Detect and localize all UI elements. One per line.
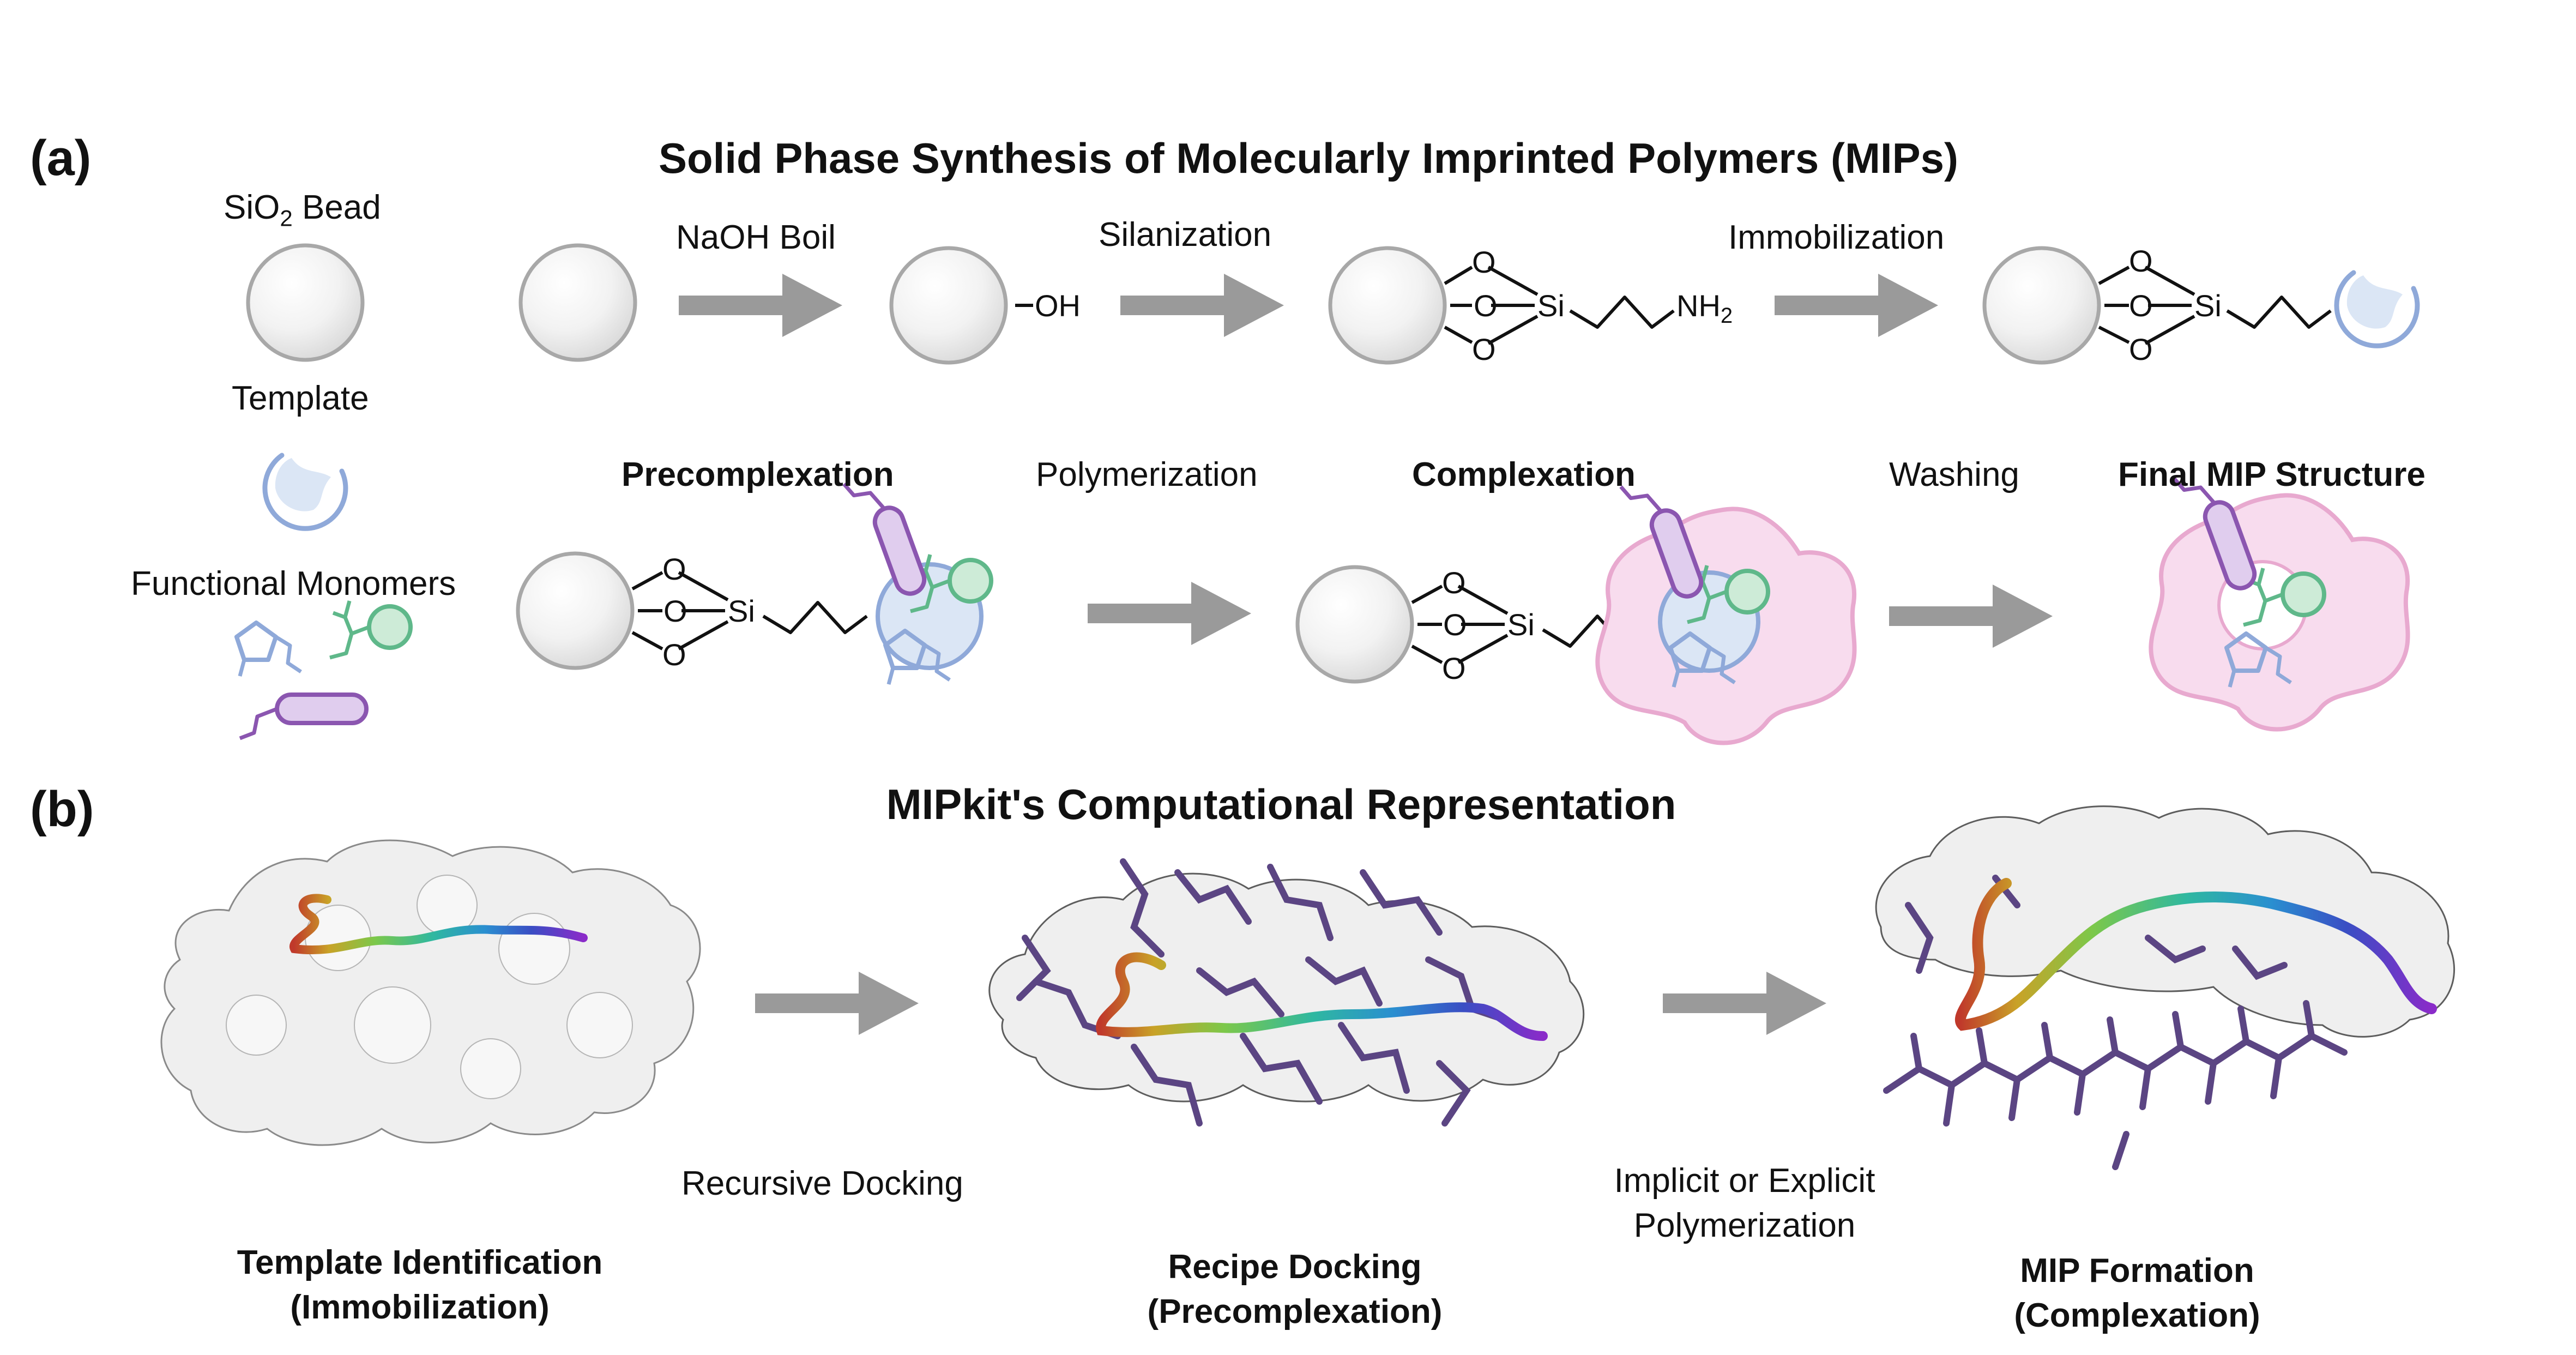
arrow-polymerization-b — [1663, 972, 1826, 1035]
chem-o: O — [1442, 565, 1466, 600]
caption-template-line1: Template Identification — [237, 1244, 603, 1281]
panel-a-label: (a) — [30, 130, 92, 186]
chem-o: O — [1472, 332, 1496, 366]
arrow-polymerization — [1088, 582, 1251, 645]
panel-b — [160, 805, 2456, 1170]
caption-template-line2: (Immobilization) — [290, 1288, 550, 1326]
arrow-immobilization — [1775, 274, 1938, 337]
legend-functional-monomers-label: Functional Monomers — [131, 565, 456, 603]
chem-o: O — [1442, 651, 1466, 685]
chem-o: O — [2129, 288, 2153, 323]
mip-formation-surface — [1875, 805, 2456, 1038]
step-recursive-docking: Recursive Docking — [681, 1165, 963, 1202]
arrow-silanization — [1120, 274, 1284, 337]
row2-final-mip — [2151, 463, 2408, 729]
caption-recipe-line2: (Precomplexation) — [1147, 1293, 1443, 1330]
panel-b-title: MIPkit's Computational Representation — [886, 780, 1676, 828]
caption-mip-line1: MIP Formation — [2020, 1252, 2254, 1290]
mip-formation-peptide-ribbon — [1955, 878, 2437, 1031]
template-peptide-ribbon — [289, 894, 588, 955]
chem-o: O — [663, 594, 687, 628]
recipe-docking-monomer-sticks — [1016, 858, 1508, 1127]
chem-si: Si — [1537, 288, 1565, 323]
row1-bead-oh — [891, 248, 1033, 363]
chem-oh: OH — [1035, 288, 1081, 323]
step-final-mip-structure: Final MIP Structure — [2118, 456, 2426, 493]
chem-labels: OH O O O Si NH2 O O O Si O O O Si O O O … — [662, 244, 2222, 685]
mip-formation-polymer-sticks — [1883, 875, 2348, 1170]
step-washing: Washing — [1889, 456, 2019, 493]
recipe-docking-peptide-ribbon — [1096, 952, 1548, 1041]
row2-complexation — [1298, 472, 1855, 743]
arrow-washing — [1889, 585, 2053, 648]
legend-sio2-bead-label: SiO2 Bead — [224, 189, 381, 231]
row1-bead-aminosilane — [1330, 248, 1675, 363]
chem-si: Si — [728, 594, 755, 628]
chem-o: O — [662, 552, 686, 586]
step-polymerization-line1: Implicit or Explicit — [1614, 1162, 1875, 1200]
caption-mip-line2: (Complexation) — [2014, 1297, 2260, 1334]
chem-o: O — [2129, 244, 2153, 278]
arrow-naoh — [679, 274, 842, 337]
chem-o: O — [662, 637, 686, 672]
step-precomplexation: Precomplexation — [622, 456, 894, 493]
row1-bead-immobilized-template — [1984, 248, 2417, 363]
legend-sio2-bead — [248, 245, 363, 360]
row2-precomplexation — [518, 469, 991, 684]
arrow-recursive-docking — [755, 972, 919, 1035]
legend-template-label: Template — [232, 380, 369, 417]
chem-o: O — [1474, 288, 1498, 323]
panel-a: OH O O O Si NH2 O O O Si O O O Si O O O … — [237, 244, 2417, 743]
template-protein-surface — [160, 839, 701, 1146]
chem-si: Si — [1507, 607, 1535, 642]
step-immobilization: Immobilization — [1728, 219, 1945, 256]
step-naoh-boil: NaOH Boil — [676, 219, 836, 256]
chem-nh2: NH2 — [1676, 288, 1733, 328]
step-polymerization: Polymerization — [1036, 456, 1258, 493]
step-silanization: Silanization — [1099, 216, 1272, 254]
chem-o: O — [1472, 245, 1496, 279]
chem-o: O — [1443, 607, 1467, 642]
step-polymerization-line2: Polymerization — [1633, 1207, 1856, 1244]
legend-template — [265, 455, 346, 528]
panel-b-label: (b) — [30, 781, 94, 837]
legend-functional-monomers — [237, 601, 411, 738]
chem-o: O — [2129, 332, 2153, 366]
row1-bead — [521, 245, 635, 360]
caption-recipe-line1: Recipe Docking — [1168, 1248, 1422, 1286]
chem-si: Si — [2194, 288, 2222, 323]
step-complexation: Complexation — [1412, 456, 1636, 493]
panel-a-title: Solid Phase Synthesis of Molecularly Imp… — [659, 134, 1958, 182]
